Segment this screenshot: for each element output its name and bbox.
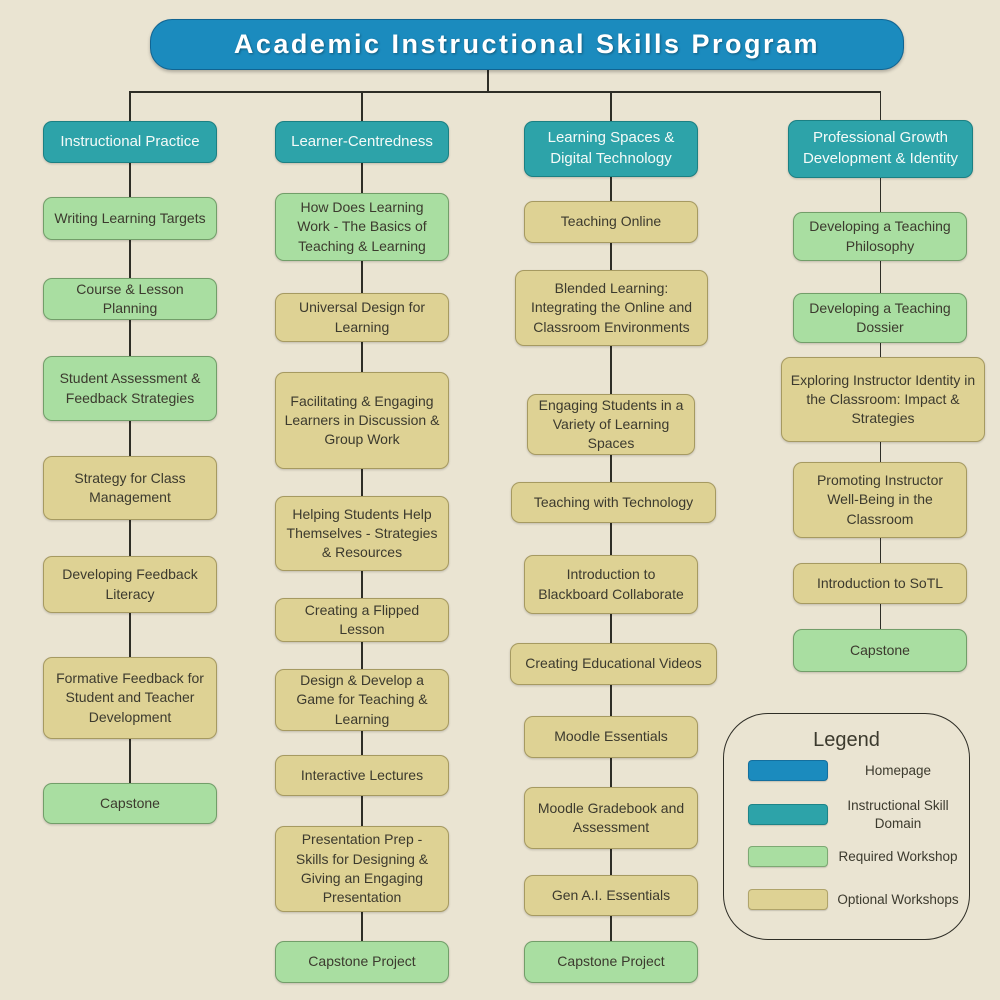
workshop-node[interactable]: Developing Feedback Literacy xyxy=(43,556,217,613)
workshop-node[interactable]: Introduction to SoTL xyxy=(793,563,967,604)
domain-header[interactable]: Learner-Centredness xyxy=(275,121,449,163)
legend-title: Legend xyxy=(813,729,880,751)
workshop-node[interactable]: Helping Students Help Themselves - Strat… xyxy=(275,496,449,571)
workshop-node[interactable]: Developing a Teaching Philosophy xyxy=(793,212,967,261)
workshop-node[interactable]: Presentation Prep - Skills for Designing… xyxy=(275,826,449,912)
workshop-node[interactable]: Teaching Online xyxy=(524,201,698,243)
workshop-node[interactable]: Writing Learning Targets xyxy=(43,197,217,240)
workshop-node[interactable]: Capstone xyxy=(43,783,217,824)
workshop-node[interactable]: Course & Lesson Planning xyxy=(43,278,217,320)
legend-row: Required Workshop xyxy=(724,846,969,867)
domain-header[interactable]: Learning Spaces & Digital Technology xyxy=(524,121,698,177)
workshop-node[interactable]: How Does Learning Work - The Basics of T… xyxy=(275,193,449,261)
workshop-node[interactable]: Teaching with Technology xyxy=(511,482,716,523)
workshop-node[interactable]: Design & Develop a Game for Teaching & L… xyxy=(275,669,449,731)
connector-horizontal xyxy=(130,91,881,93)
homepage-title-box[interactable]: Academic Instructional Skills Program xyxy=(150,19,904,70)
workshop-node[interactable]: Moodle Essentials xyxy=(524,716,698,758)
legend-item-label: Instructional Skill Domain xyxy=(847,797,949,831)
legend-item-label: Optional Workshops xyxy=(837,891,959,907)
legend-item-label: Required Workshop xyxy=(838,848,958,864)
workshop-node[interactable]: Creating Educational Videos xyxy=(510,643,717,685)
workshop-node[interactable]: Engaging Students in a Variety of Learni… xyxy=(527,394,695,455)
required-swatch xyxy=(748,846,828,867)
legend-item-label: Homepage xyxy=(864,762,932,778)
workshop-node[interactable]: Introduction to Blackboard Collaborate xyxy=(524,555,698,614)
connector-title-stem xyxy=(487,67,489,91)
workshop-node[interactable]: Universal Design for Learning xyxy=(275,293,449,342)
legend-row: Instructional Skill Domain xyxy=(724,797,969,831)
domain-header[interactable]: Instructional Practice xyxy=(43,121,217,163)
workshop-node[interactable]: Promoting Instructor Well-Being in the C… xyxy=(793,462,967,538)
workshop-node[interactable]: Student Assessment & Feedback Strategies xyxy=(43,356,217,421)
workshop-node[interactable]: Capstone xyxy=(793,629,967,672)
workshop-node[interactable]: Moodle Gradebook and Assessment xyxy=(524,787,698,849)
workshop-node[interactable]: Gen A.I. Essentials xyxy=(524,875,698,916)
workshop-node[interactable]: Capstone Project xyxy=(524,941,698,983)
workshop-node[interactable]: Facilitating & Engaging Learners in Disc… xyxy=(275,372,449,469)
workshop-node[interactable]: Strategy for Class Management xyxy=(43,456,217,520)
legend-row: Homepage xyxy=(724,760,969,781)
workshop-node[interactable]: Exploring Instructor Identity in the Cla… xyxy=(781,357,985,442)
connector-column-spine xyxy=(610,91,612,962)
optional-swatch xyxy=(748,889,828,910)
workshop-node[interactable]: Creating a Flipped Lesson xyxy=(275,598,449,642)
workshop-node[interactable]: Developing a Teaching Dossier xyxy=(793,293,967,343)
legend-row: Optional Workshops xyxy=(724,889,969,910)
workshop-node[interactable]: Capstone Project xyxy=(275,941,449,983)
workshop-node[interactable]: Blended Learning: Integrating the Online… xyxy=(515,270,708,346)
workshop-node[interactable]: Interactive Lectures xyxy=(275,755,449,796)
homepage-swatch xyxy=(748,760,828,781)
domain-header[interactable]: Professional Growth Development & Identi… xyxy=(788,120,973,178)
page-title: Academic Instructional Skills Program xyxy=(233,29,821,59)
domain-swatch xyxy=(748,804,828,825)
workshop-node[interactable]: Formative Feedback for Student and Teach… xyxy=(43,657,217,739)
connector-column-spine xyxy=(129,91,131,804)
